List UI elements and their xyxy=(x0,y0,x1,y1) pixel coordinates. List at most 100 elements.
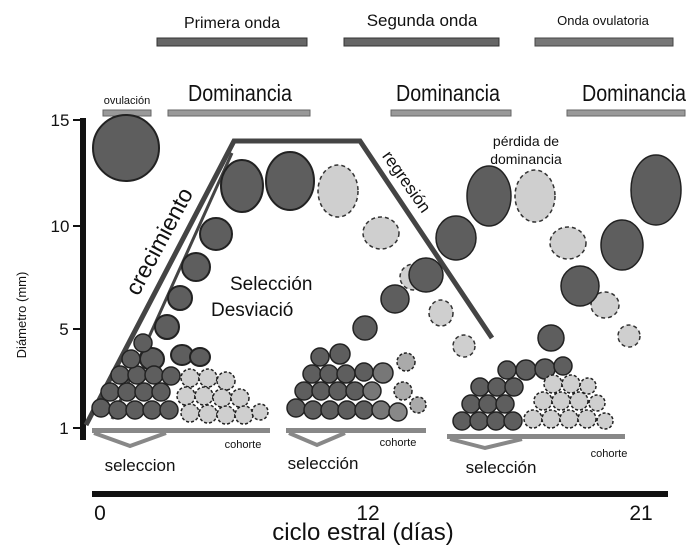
follicle xyxy=(515,359,537,381)
follicle xyxy=(354,400,374,420)
y-axis-title: Diámetro (mm) xyxy=(14,272,29,359)
follicle xyxy=(151,382,171,402)
follicle xyxy=(234,405,254,425)
follicle xyxy=(198,404,218,424)
follicle xyxy=(216,371,236,391)
baseline-1 xyxy=(92,428,270,433)
follicle xyxy=(100,382,120,402)
follicle xyxy=(142,400,162,420)
follicle xyxy=(486,411,506,431)
follicle xyxy=(180,403,200,423)
second-wave-regressing-follicles xyxy=(514,169,641,348)
follicle xyxy=(551,391,571,411)
follicle xyxy=(194,386,214,406)
follicle xyxy=(461,394,481,414)
follicle xyxy=(560,265,600,307)
follicle xyxy=(478,394,498,414)
selection-bracket-1 xyxy=(93,431,167,449)
follicle xyxy=(372,362,394,384)
y-tick-label-5: 5 xyxy=(59,320,68,339)
loss-dominance-line2: dominancia xyxy=(490,151,562,167)
follicle xyxy=(161,366,181,386)
follicle xyxy=(345,381,365,401)
follicle xyxy=(537,324,565,352)
follicle xyxy=(181,252,211,282)
follicle xyxy=(495,394,515,414)
follicle xyxy=(487,377,507,397)
follicle xyxy=(533,391,553,411)
follicle xyxy=(561,374,581,394)
follicle xyxy=(543,374,563,394)
follicle xyxy=(470,377,490,397)
follicle xyxy=(320,400,340,420)
follicle xyxy=(198,368,218,388)
follicle xyxy=(317,164,359,218)
selection-label-2: selección xyxy=(288,454,359,473)
ovulatory-wave-follicles xyxy=(452,154,682,431)
selection-center-label: Selección xyxy=(230,274,312,295)
follicle xyxy=(362,381,382,401)
follicle xyxy=(167,285,193,311)
follicle xyxy=(180,368,200,388)
second-wave-follicles xyxy=(286,165,512,422)
follicle xyxy=(352,315,378,341)
second-wave-label: Segunda onda xyxy=(367,11,478,30)
follicle xyxy=(435,215,477,261)
x-tick-label-0: 0 xyxy=(94,502,106,525)
follicle xyxy=(230,388,250,408)
follicle xyxy=(294,381,314,401)
first-wave-bar xyxy=(156,37,308,47)
first-wave-dominant-follicles xyxy=(139,151,315,371)
follicle xyxy=(396,352,416,372)
follicle xyxy=(553,356,573,376)
follicle xyxy=(133,333,153,353)
follicle xyxy=(311,381,331,401)
follicle xyxy=(393,381,413,401)
selection-label-3: selección xyxy=(466,458,537,477)
follicle xyxy=(371,400,391,420)
dominance-bar-3 xyxy=(566,109,686,117)
first-wave-label: Primera onda xyxy=(184,15,280,32)
cohort-label-1: cohorte xyxy=(225,439,262,451)
follicle xyxy=(354,362,374,382)
follicle xyxy=(154,314,180,340)
ovulatory-follicle xyxy=(92,114,160,182)
follicle xyxy=(212,388,232,408)
follicle xyxy=(452,411,472,431)
follicle xyxy=(125,400,145,420)
growth-line xyxy=(83,138,495,427)
follicle xyxy=(388,402,408,422)
follicle xyxy=(523,409,543,429)
follicle xyxy=(189,347,211,367)
follicle xyxy=(108,400,128,420)
follicle xyxy=(408,257,444,293)
follicle xyxy=(176,386,196,406)
follicle xyxy=(303,400,323,420)
follicle xyxy=(630,154,682,226)
follicle xyxy=(286,398,306,418)
dominance-label-3: Dominancia xyxy=(582,80,686,106)
follicle xyxy=(310,347,330,367)
follicle xyxy=(251,403,269,421)
baseline-3 xyxy=(447,434,625,439)
x-tick-label-12: 12 xyxy=(356,502,379,525)
second-wave-bar xyxy=(343,37,500,47)
follicle xyxy=(617,324,641,348)
follicle xyxy=(159,400,179,420)
follicle xyxy=(588,394,606,412)
follicle xyxy=(220,159,264,213)
ovulatory-wave-bar xyxy=(534,37,674,47)
follicle xyxy=(337,400,357,420)
follicle xyxy=(428,299,454,327)
follicle xyxy=(265,151,315,211)
follicle xyxy=(409,396,427,414)
dominance-bar-2 xyxy=(390,109,512,117)
cohort-label-2: cohorte xyxy=(380,437,417,449)
selection-label-1: seleccion xyxy=(105,456,176,475)
follicle xyxy=(469,411,489,431)
follicle xyxy=(466,165,512,227)
follicle xyxy=(91,398,111,418)
loss-dominance-line1: pérdida de xyxy=(493,133,559,149)
